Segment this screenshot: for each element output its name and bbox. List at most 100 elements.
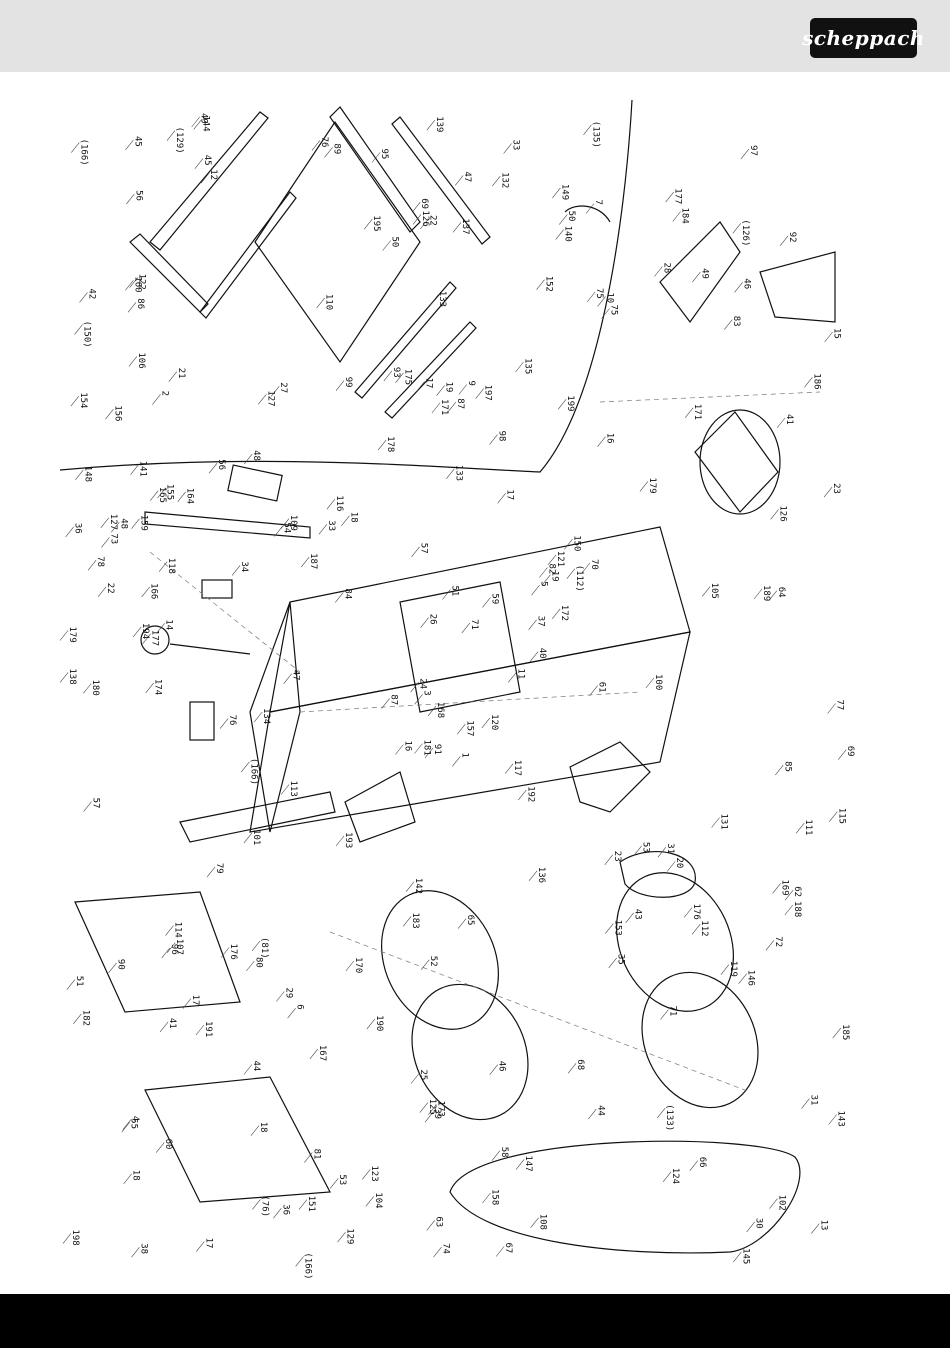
handle (564, 205, 611, 223)
centerline-3 (329, 931, 751, 1093)
leader-line (131, 1247, 140, 1258)
part-label: (76) (259, 1195, 269, 1217)
leader-line (100, 517, 110, 528)
part-label: 96 (169, 944, 179, 955)
part-label: 18 (258, 1122, 268, 1133)
part-label: 150 (571, 535, 581, 551)
part-label: 47 (462, 171, 472, 182)
part-label: 197 (483, 385, 493, 401)
leader-line (335, 380, 345, 391)
wheel-tyre-left (411, 983, 529, 1121)
leader-line (309, 1048, 319, 1060)
part-label: 112 (699, 920, 709, 936)
leader-line (804, 377, 813, 388)
leader-line (59, 672, 69, 683)
part-label: 152 (544, 276, 554, 292)
leader-line (416, 381, 425, 392)
motor-mount (569, 741, 651, 813)
part-label: 131 (719, 814, 729, 830)
part-label: 46 (742, 278, 752, 289)
table-extension (254, 120, 421, 364)
part-label: 184 (680, 208, 690, 224)
leader-line (395, 372, 404, 383)
leader-line (341, 515, 350, 526)
leader-line (528, 870, 538, 881)
part-label: 64 (776, 587, 786, 598)
part-label: 42 (87, 288, 97, 299)
leader-line (447, 402, 457, 413)
part-label: (126) (740, 219, 750, 246)
part-label: 110 (324, 294, 334, 310)
part-label: 123 (369, 1165, 379, 1181)
part-label: 186 (811, 373, 821, 389)
part-label: 63 (434, 1216, 444, 1227)
part-label: 157 (464, 720, 474, 736)
leader-line (252, 1199, 261, 1210)
part-label: 82 (546, 564, 556, 575)
leader-line (683, 907, 693, 918)
part-label: 70 (589, 559, 599, 570)
part-label: 177 (673, 188, 683, 204)
arm-164 (179, 791, 336, 843)
leader-line (361, 1169, 371, 1180)
part-label: 2 (159, 391, 169, 396)
leader-line (442, 589, 451, 600)
leader-line (165, 925, 174, 936)
part-label: (166) (78, 139, 88, 166)
wheel-tyre-right (641, 971, 759, 1109)
leader-line (420, 218, 429, 230)
leader-line (295, 1256, 304, 1267)
leader-line (738, 973, 747, 984)
leader-line (811, 1223, 820, 1234)
leader-line (412, 214, 422, 225)
part-label: 73 (108, 533, 118, 544)
part-label: 23 (831, 483, 841, 494)
leader-line (298, 1199, 308, 1210)
part-label: 105 (709, 583, 719, 599)
part-label: 51 (74, 976, 84, 987)
leader-line (155, 1142, 165, 1153)
leader-line (111, 522, 120, 533)
leader-line (436, 385, 445, 396)
part-label: 93 (391, 367, 401, 378)
part-label: 51 (449, 586, 459, 597)
part-label: 185 (840, 1024, 850, 1040)
leader-line (156, 623, 165, 634)
leader-line (420, 959, 430, 970)
leader-line (283, 673, 292, 684)
leader-line (639, 481, 649, 492)
part-label: 190 (374, 1015, 384, 1031)
leader-line (770, 509, 779, 520)
motor-housing (699, 409, 781, 515)
part-label: 194 (140, 623, 150, 639)
leader-line (75, 469, 84, 480)
part-label: 33 (511, 140, 521, 151)
leader-line (177, 491, 186, 502)
part-label: 85 (782, 761, 792, 772)
leader-line (784, 890, 794, 901)
leader-line (429, 294, 439, 305)
part-label: 188 (792, 901, 802, 917)
part-label: 102 (777, 1195, 787, 1211)
leader-line (539, 567, 548, 578)
part-label: 49 (199, 113, 209, 124)
leader-line (410, 682, 419, 693)
fence-plate (227, 464, 283, 502)
part-label: 158 (490, 1189, 500, 1205)
leader-line (366, 1018, 376, 1030)
leader-line (73, 1013, 82, 1024)
part-label: 107 (174, 939, 184, 955)
side-rail-left (384, 321, 477, 419)
leader-line (122, 1119, 132, 1130)
part-label: 191 (203, 1021, 213, 1037)
part-label: 115 (836, 808, 846, 824)
part-label: 90 (116, 959, 126, 970)
leader-line (326, 499, 336, 510)
leader-line (801, 1098, 810, 1109)
cabinet-front (249, 631, 691, 833)
part-label: 16 (605, 433, 615, 444)
part-label: 108 (538, 1214, 548, 1230)
leader-line (59, 630, 69, 641)
leader-line (253, 711, 263, 723)
part-label: 31 (809, 1095, 819, 1106)
